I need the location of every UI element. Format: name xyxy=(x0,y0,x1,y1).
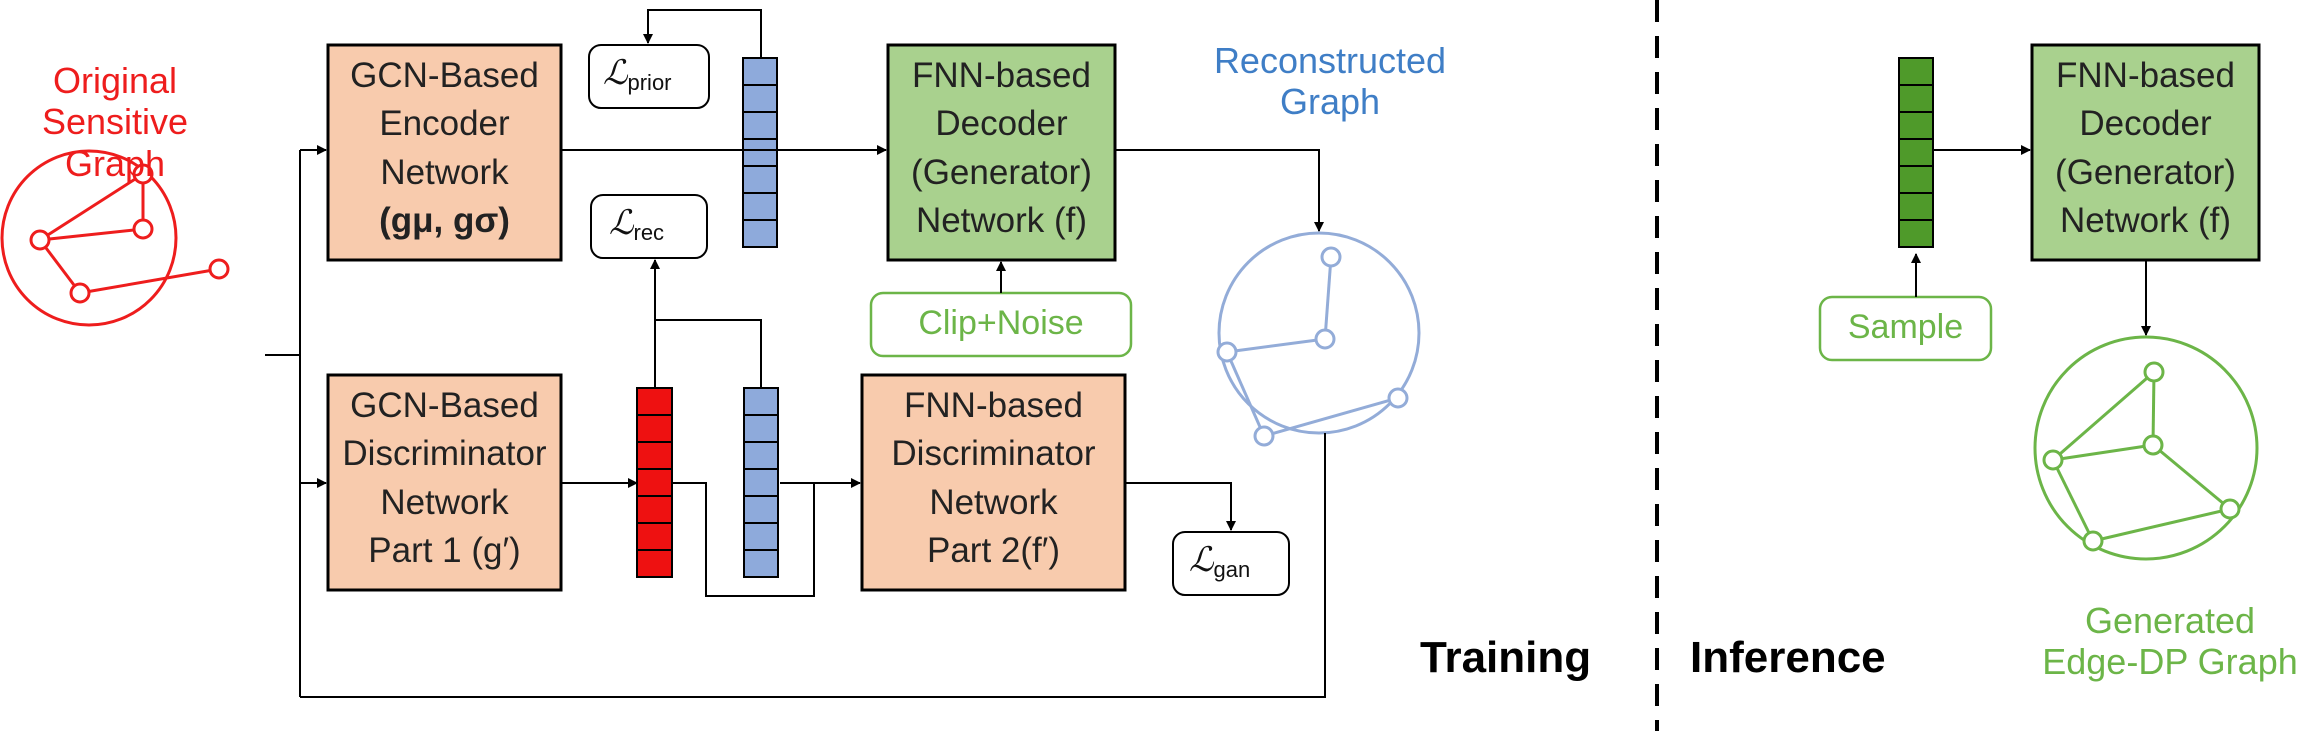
loss-rec-box xyxy=(590,194,708,259)
vector-cell xyxy=(743,387,779,416)
latent-vector-sample xyxy=(1898,57,1934,248)
loss-prior-box xyxy=(588,44,710,109)
discriminator-part1-text: GCN-Based Discriminator Network Part 1 (… xyxy=(342,386,547,570)
vector-cell xyxy=(742,165,778,194)
decoder-box-training xyxy=(886,43,1117,262)
latent-vector-encoder xyxy=(742,57,778,248)
loss-gan-label: ℒgan xyxy=(1189,540,1251,582)
vector-cell xyxy=(743,441,779,470)
sample-box xyxy=(1818,295,1993,362)
vector-cell xyxy=(636,414,673,443)
vector-cell xyxy=(636,441,673,470)
vector-cell xyxy=(742,111,778,140)
reconstructed-graph-label: Reconstructed Graph xyxy=(1213,40,1447,123)
discriminator-part2-text: FNN-based Discriminator Network Part 2(f… xyxy=(891,386,1096,570)
original-graph-label: Original Sensitive Graph xyxy=(41,60,189,184)
vector-cell xyxy=(743,522,779,551)
vector-cell xyxy=(636,387,673,416)
loss-rec-label: ℒrec xyxy=(609,203,665,245)
vector-cell xyxy=(742,192,778,221)
decoder-training-text: FNN-based Decoder (Generator) Network (f… xyxy=(911,56,1092,240)
encoder-params: (gμ, gσ) xyxy=(379,200,510,240)
vector-cell xyxy=(742,84,778,113)
vector-cell xyxy=(743,468,779,497)
vector-cell xyxy=(636,468,673,497)
decoder-inference-text: FNN-based Decoder (Generator) Network (f… xyxy=(2055,56,2236,240)
latent-vector-discriminator-red xyxy=(636,387,673,578)
encoder-box xyxy=(326,43,563,262)
vector-cell xyxy=(1898,111,1934,140)
vector-cell xyxy=(742,57,778,86)
vector-cell xyxy=(636,495,673,524)
vector-cell xyxy=(742,138,778,167)
clip-noise-label: Clip+Noise xyxy=(918,304,1084,342)
inference-label: Inference xyxy=(1690,633,1886,682)
original-graph xyxy=(0,149,230,327)
generated-graph xyxy=(2033,335,2259,561)
connectors xyxy=(265,9,2151,698)
generated-graph-label: Generated Edge-DP Graph xyxy=(2042,600,2298,683)
training-label: Training xyxy=(1420,633,1592,682)
loss-gan-box xyxy=(1172,531,1290,596)
vector-cell xyxy=(1898,138,1934,167)
encoder-text: GCN-Based Encoder Network (gμ, gσ) xyxy=(328,52,561,245)
loss-prior-label: ℒprior xyxy=(603,53,672,95)
decoder-box-inference xyxy=(2030,43,2261,262)
vector-cell xyxy=(743,414,779,443)
sample-label: Sample xyxy=(1847,308,1964,346)
vector-cell xyxy=(1898,219,1934,248)
vector-cell xyxy=(1898,84,1934,113)
vector-cell xyxy=(636,549,673,578)
vector-cell xyxy=(743,495,779,524)
vector-cell xyxy=(743,549,779,578)
vector-cell xyxy=(742,219,778,248)
vector-cell xyxy=(1898,57,1934,86)
vector-cell xyxy=(636,522,673,551)
latent-vector-discriminator-blue xyxy=(743,387,779,578)
vector-cell xyxy=(1898,165,1934,194)
reconstructed-graph xyxy=(1216,231,1421,447)
vector-cell xyxy=(1898,192,1934,221)
